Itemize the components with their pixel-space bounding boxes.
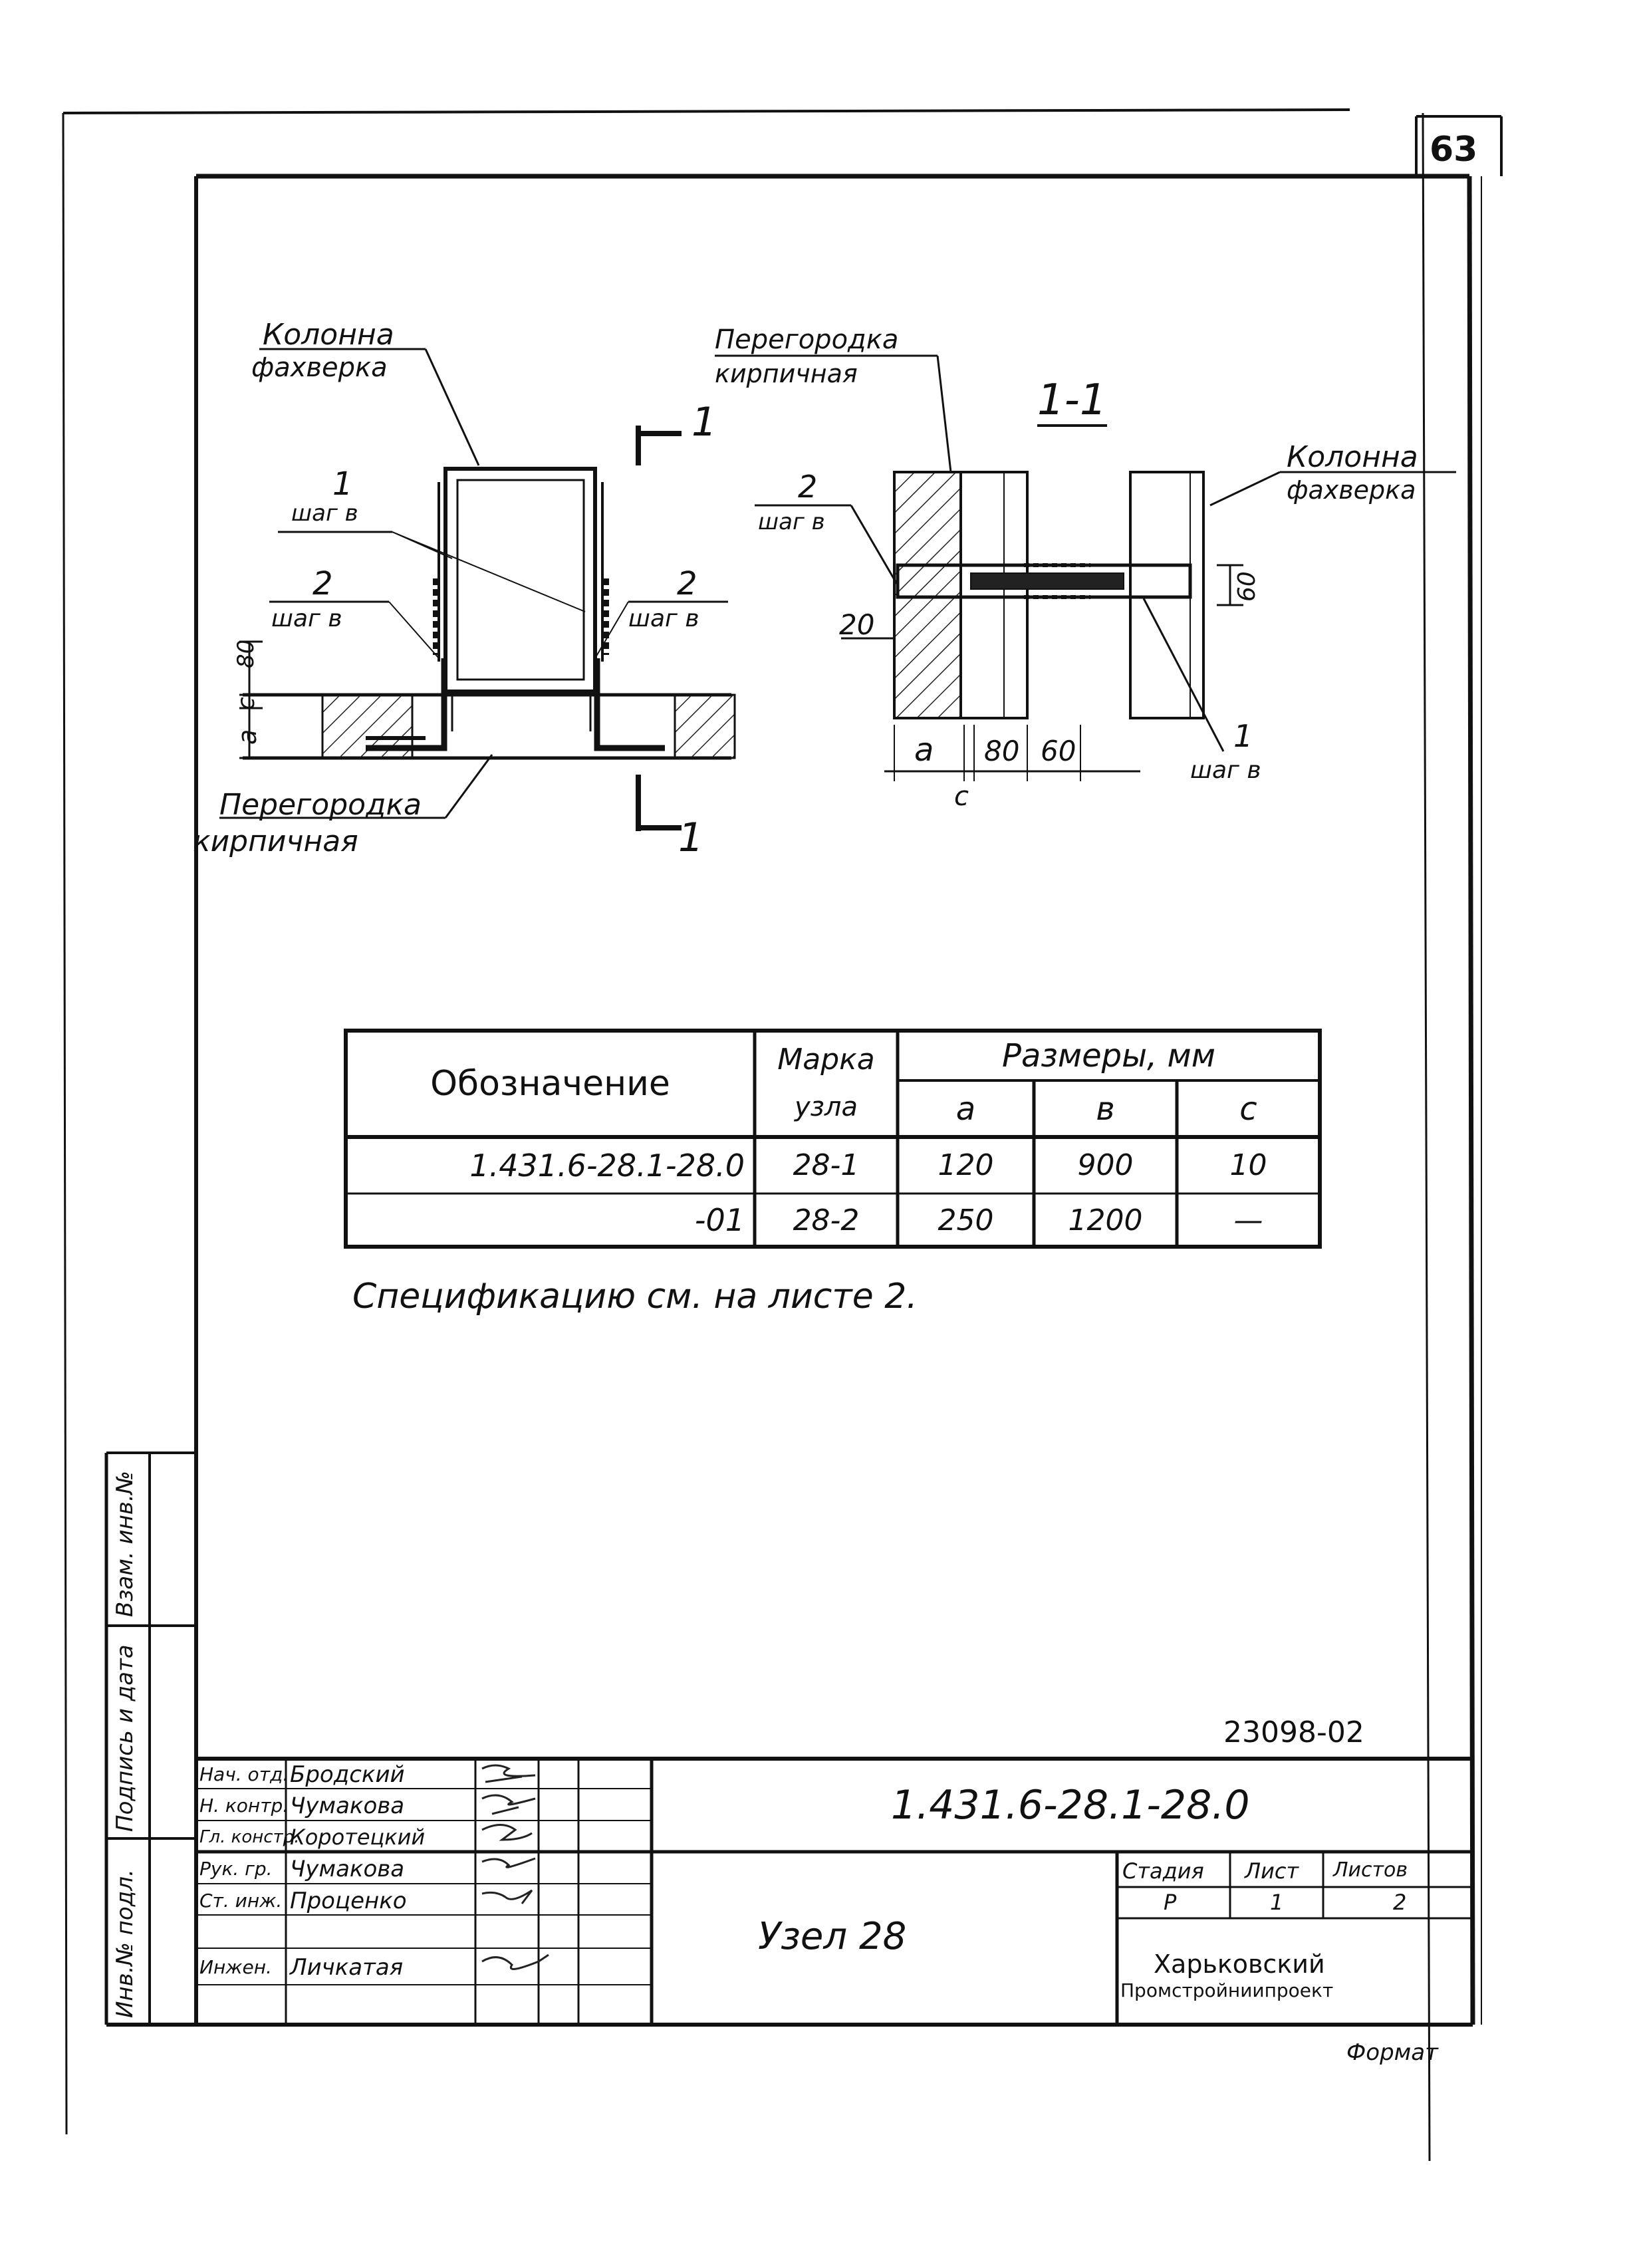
table-row-1-mark: 28-1 — [793, 1148, 860, 1182]
section-anchor1-label: 1 — [1233, 718, 1253, 754]
document-code: 1.431.6-28.1-28.0 — [891, 1782, 1250, 1828]
staff-name-7: Личкатая — [290, 1954, 404, 1981]
section-title: 1-1 — [1037, 376, 1107, 425]
staff-name-5: Проценко — [290, 1888, 407, 1914]
plan-anchor2-left-step: шаг в — [271, 605, 342, 632]
table-row-2-designation: -01 — [694, 1202, 745, 1238]
plan-anchor2-right-step: шаг в — [628, 605, 699, 632]
plan-partition-label-line1: Перегородка — [219, 788, 422, 822]
table-row-1-c: 10 — [1229, 1148, 1267, 1182]
staff-role-1: Нач. отд. — [199, 1763, 289, 1785]
dimensions-table-grid — [344, 1029, 1322, 1249]
stage-header: Стадия — [1122, 1858, 1204, 1884]
plan-dim-80: 80 — [233, 639, 259, 668]
section-anchor2-label: 2 — [798, 469, 818, 505]
plan-section-mark-top: 1 — [691, 399, 717, 445]
plan-dim-c: с — [233, 697, 260, 710]
plan-partition-label-line2: кирпичная — [193, 824, 358, 858]
staff-role-4: Рук. гр. — [199, 1858, 273, 1880]
archive-number: 23098-02 — [1223, 1715, 1364, 1749]
sheets-value: 2 — [1393, 1890, 1407, 1915]
drawing-title: Узел 28 — [758, 1915, 907, 1958]
section-dim-60-vertical: 60 — [1233, 571, 1261, 602]
staff-role-3: Гл. констр. — [199, 1827, 300, 1847]
sheets-header: Листов — [1333, 1858, 1408, 1882]
format-label: Формат — [1346, 2039, 1438, 2066]
section-anchor2-step: шаг в — [758, 509, 825, 535]
staff-name-1: Бродский — [290, 1761, 405, 1788]
table-subheader-b: в — [1096, 1090, 1115, 1128]
table-header-sizes: Размеры, мм — [1002, 1037, 1215, 1074]
plan-column-label-line2: фахверка — [251, 352, 388, 383]
table-row-2-mark: 28-2 — [793, 1203, 860, 1237]
section-view-drawing — [715, 354, 1456, 781]
table-row-1-b: 900 — [1077, 1148, 1134, 1182]
table-header-mark-line1: Марка — [777, 1042, 875, 1076]
table-row-2-b: 1200 — [1068, 1203, 1143, 1237]
staff-role-2: Н. контр. — [199, 1795, 289, 1817]
side-stamp-grid — [104, 1451, 196, 2025]
plan-anchor2-left-label: 2 — [313, 565, 333, 602]
staff-name-4: Чумакова — [290, 1856, 405, 1882]
side-stamp-signature-date: Подпись и дата — [112, 1644, 138, 1832]
plan-anchor1-step: шаг в — [291, 500, 358, 527]
table-row-1-designation: 1.431.6-28.1-28.0 — [469, 1147, 745, 1184]
table-header-designation: Обозначение — [430, 1064, 670, 1104]
table-row-1-a: 120 — [938, 1148, 994, 1182]
staff-name-3: Коротецкий — [290, 1825, 426, 1850]
section-column-label-line2: фахверка — [1287, 475, 1416, 505]
specification-note: Спецификацию см. на листе 2. — [352, 1277, 918, 1317]
section-anchor1-step: шаг в — [1190, 757, 1261, 784]
plan-dim-a: а — [233, 729, 262, 745]
signature-marks — [481, 1764, 549, 1970]
plan-column-label-line1: Колонна — [263, 318, 394, 352]
section-partition-label-line2: кирпичная — [715, 359, 858, 388]
table-header-mark-line2: узла — [794, 1092, 858, 1122]
page-number: 63 — [1430, 130, 1478, 170]
side-stamp-inv-original: Инв.№ подл. — [112, 1869, 138, 2018]
staff-name-2: Чумакова — [290, 1793, 405, 1819]
section-column-label-line1: Колонна — [1287, 440, 1418, 474]
page-number-box — [1415, 115, 1503, 176]
table-subheader-c: с — [1239, 1090, 1257, 1128]
plan-view-drawing — [219, 348, 736, 831]
organization-line2: Промстройниипроект — [1120, 1979, 1334, 2001]
section-dim-80: 80 — [984, 735, 1020, 767]
table-subheader-a: а — [955, 1090, 976, 1128]
section-dim-20: 20 — [839, 608, 875, 641]
plan-section-mark-bottom: 1 — [678, 815, 704, 861]
section-dim-60: 60 — [1041, 735, 1076, 767]
stage-value: Р — [1164, 1890, 1177, 1915]
staff-role-7: Инжен. — [199, 1956, 272, 1978]
table-row-2-c: — — [1233, 1203, 1263, 1237]
table-row-2-a: 250 — [938, 1203, 994, 1237]
sheet-value: 1 — [1270, 1890, 1284, 1915]
title-block-grid — [196, 1757, 1473, 2025]
section-dim-c: с — [954, 781, 969, 812]
plan-anchor2-right-label: 2 — [677, 565, 697, 602]
staff-role-5: Ст. инж. — [199, 1890, 283, 1912]
inner-frame — [106, 174, 1482, 2027]
sheet-header: Лист — [1245, 1858, 1299, 1884]
plan-anchor1-label: 1 — [332, 465, 353, 503]
side-stamp-replaces-inv: Взам. инв.№ — [112, 1470, 138, 1617]
organization-line1: Харьковский — [1154, 1950, 1325, 1979]
section-partition-label-line1: Перегородка — [715, 324, 899, 355]
outer-frame — [62, 108, 1431, 2162]
section-dim-a: а — [914, 731, 934, 769]
